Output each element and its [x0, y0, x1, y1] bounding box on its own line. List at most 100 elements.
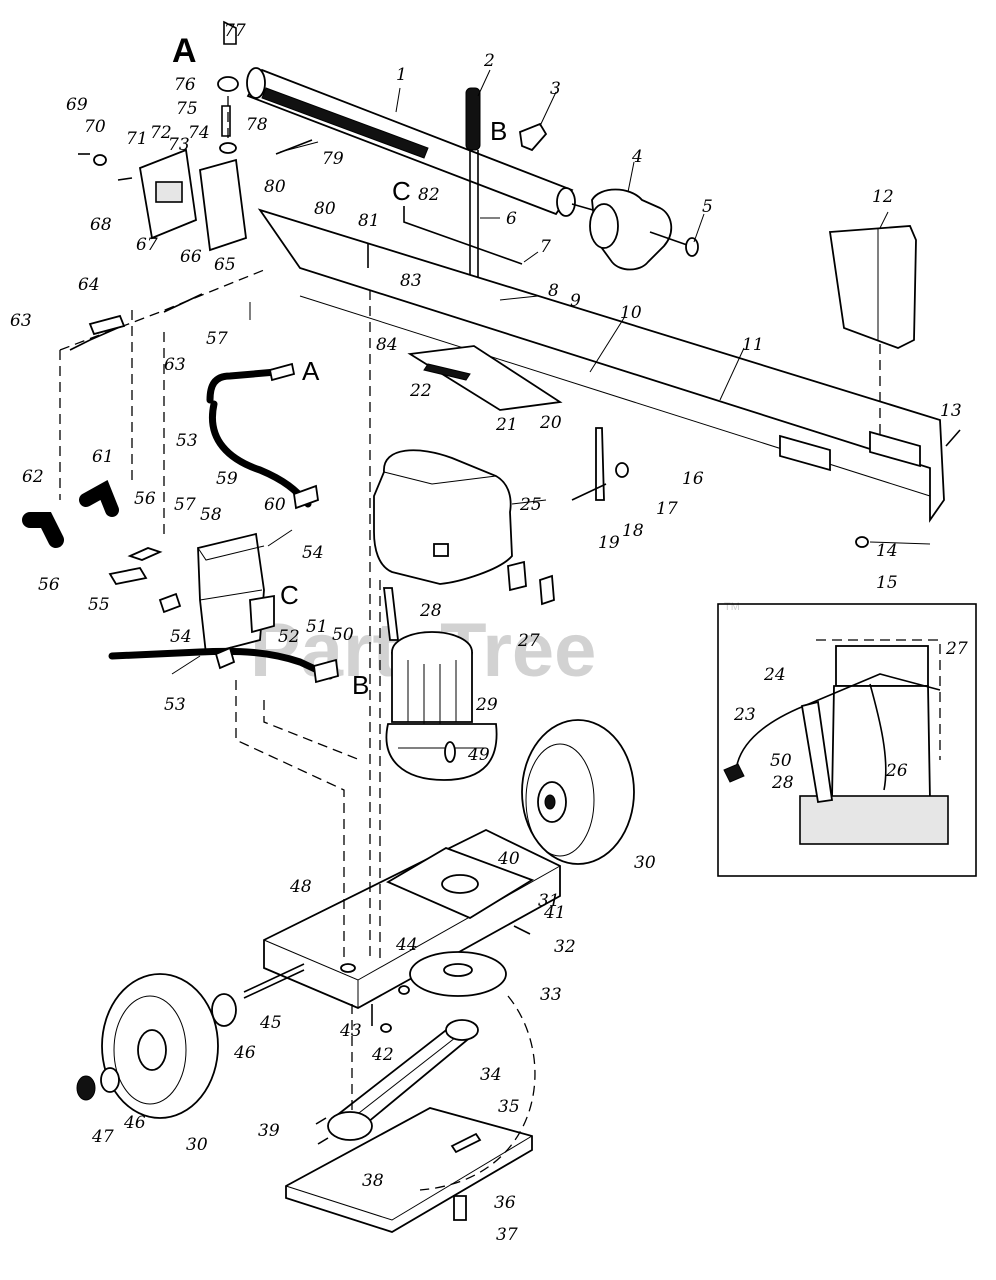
part-label-17: 17 [656, 499, 678, 519]
part-label-75: 75 [176, 99, 198, 119]
part-label-49: 49 [467, 745, 490, 765]
part-label-30b: 30 [186, 1135, 208, 1155]
part-label-2: 2 [483, 51, 495, 71]
part-label-23: 23 [733, 705, 756, 725]
base-frame[interactable] [263, 828, 561, 1010]
part-label-78: 78 [246, 115, 268, 135]
part-label-25: 25 [519, 495, 542, 515]
part-label-46: 46 [233, 1043, 256, 1063]
watermark-trademark: TM [724, 601, 740, 613]
part-label-61: 61 [92, 447, 114, 467]
cylinder-pivot-bracket[interactable] [138, 148, 247, 252]
part-label-13: 13 [940, 401, 962, 421]
part-label-71: 71 [126, 129, 148, 149]
hardware-fasteners [69, 20, 961, 1221]
part-label-56b: 56 [38, 575, 60, 595]
part-label-73: 73 [168, 135, 190, 155]
part-label-57: 57 [174, 495, 196, 515]
part-label-63: 63 [10, 311, 32, 331]
callout-c-top: C [392, 176, 411, 206]
cylinder-end-mount[interactable] [589, 188, 699, 271]
part-label-18: 18 [622, 521, 644, 541]
elbow-fitting[interactable] [519, 122, 548, 152]
wheel-left[interactable] [76, 973, 237, 1119]
suction-hoses[interactable] [22, 480, 119, 548]
part-label-12: 12 [872, 187, 894, 207]
part-label-36: 36 [494, 1193, 516, 1213]
lower-mount-plate[interactable] [285, 1107, 533, 1233]
wheel-right[interactable] [521, 719, 635, 865]
part-label-64: 64 [78, 275, 100, 295]
part-label-56: 56 [134, 489, 156, 509]
control-valve[interactable] [197, 532, 275, 656]
part-label-5: 5 [702, 197, 713, 217]
part-label-27: 27 [945, 639, 968, 659]
part-label-21: 21 [495, 415, 518, 435]
part-label-35: 35 [498, 1097, 520, 1117]
hydraulic-hoses[interactable] [108, 368, 334, 680]
part-label-19: 19 [598, 533, 620, 553]
part-label-42: 42 [371, 1045, 394, 1065]
leader-lines [171, 69, 931, 675]
part-label-81: 81 [358, 211, 380, 231]
part-label-53: 53 [176, 431, 198, 451]
part-label-74: 74 [188, 123, 210, 143]
part-label-30: 30 [634, 853, 656, 873]
part-label-60: 60 [264, 495, 286, 515]
part-label-20: 20 [539, 413, 562, 433]
part-label-1: 1 [396, 65, 407, 85]
part-label-39: 39 [258, 1121, 280, 1141]
part-label-68: 68 [90, 215, 112, 235]
drive-belt[interactable] [327, 1019, 479, 1141]
part-label-7: 7 [540, 237, 551, 257]
part-label-58: 58 [200, 505, 222, 525]
part-number-labels: 1 2 3 4 5 6 7 8 9 10 11 12 13 14 15 16 1… [10, 21, 968, 1245]
hydraulic-cylinder[interactable] [246, 67, 601, 217]
callout-b-top: B [490, 116, 507, 146]
axle-and-pulley[interactable] [243, 951, 507, 999]
part-label-38: 38 [362, 1171, 384, 1191]
part-label-33: 33 [540, 985, 562, 1005]
main-beam[interactable] [257, 208, 945, 523]
part-label-63b: 63 [164, 355, 186, 375]
part-label-59: 59 [216, 469, 238, 489]
part-label-6: 6 [506, 209, 517, 229]
engine-shroud[interactable] [373, 449, 513, 585]
part-label-80b: 80 [314, 199, 336, 219]
part-label-28b: 28 [419, 601, 442, 621]
splitting-wedge[interactable] [828, 225, 917, 349]
part-label-83: 83 [400, 271, 422, 291]
electric-motor[interactable] [385, 631, 498, 781]
part-label-65: 65 [214, 255, 236, 275]
part-label-52: 52 [278, 627, 300, 647]
part-label-66: 66 [180, 247, 202, 267]
part-label-84: 84 [376, 335, 398, 355]
part-label-10: 10 [620, 303, 642, 323]
part-label-70: 70 [84, 117, 106, 137]
part-label-57b: 57 [206, 329, 228, 349]
part-label-77: 77 [224, 21, 246, 41]
slide-plate[interactable] [407, 345, 563, 411]
part-label-54: 54 [302, 543, 324, 563]
part-label-40: 40 [497, 849, 520, 869]
part-label-43: 43 [339, 1021, 362, 1041]
part-label-67: 67 [136, 235, 158, 255]
part-label-45: 45 [259, 1013, 282, 1033]
part-label-50: 50 [332, 625, 354, 645]
link-rod[interactable] [403, 206, 523, 265]
part-label-26: 26 [885, 761, 908, 781]
part-label-72: 72 [150, 123, 172, 143]
part-label-22: 22 [409, 381, 432, 401]
part-label-82: 82 [418, 185, 440, 205]
part-label-11: 11 [742, 335, 764, 355]
part-label-48: 48 [289, 877, 312, 897]
part-label-34: 34 [480, 1065, 502, 1085]
part-label-16: 16 [682, 469, 704, 489]
part-label-46b: 46 [123, 1113, 146, 1133]
callout-a-hose: A [302, 356, 320, 386]
part-label-54b: 54 [170, 627, 192, 647]
inset-wiring-detail [717, 603, 977, 877]
assembly-guide-lines [59, 96, 881, 1191]
callout-b-hose: B [352, 670, 369, 700]
